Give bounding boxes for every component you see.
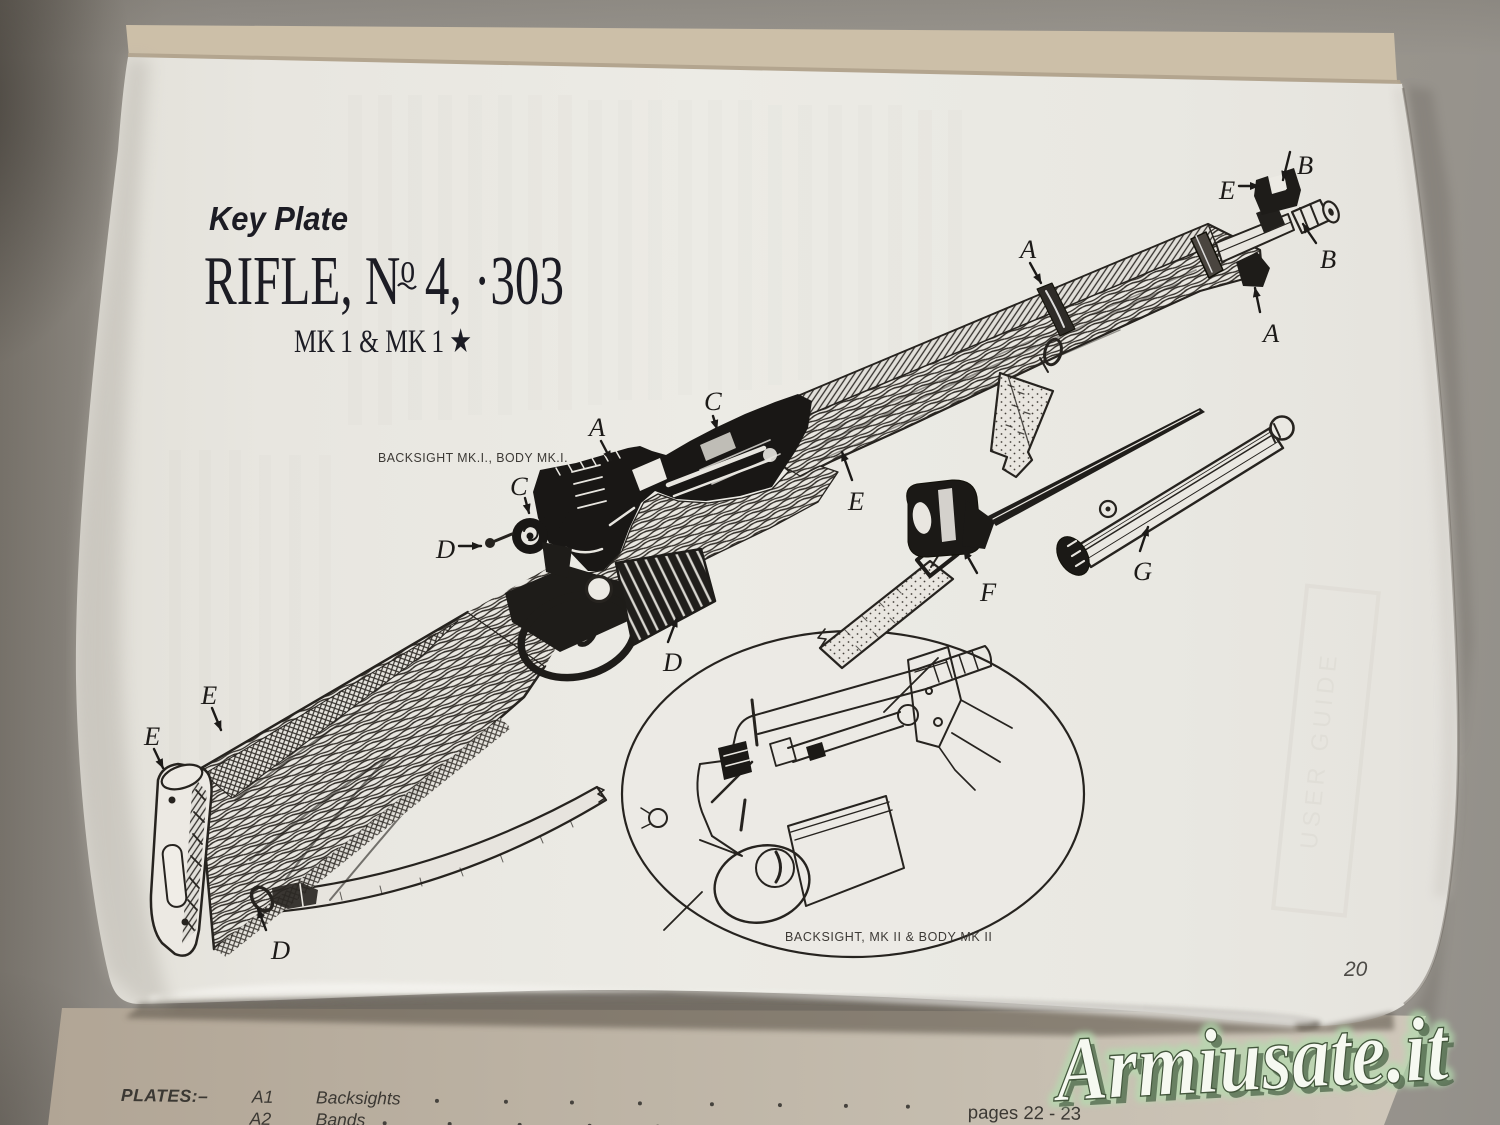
svg-text:Armiusate.it: Armiusate.it (1054, 1003, 1457, 1125)
svg-text:Key Plate: Key Plate (209, 200, 348, 237)
svg-text:MK 1 & MK 1 ★: MK 1 & MK 1 ★ (294, 324, 472, 360)
svg-text:A: A (1261, 318, 1280, 348)
svg-text:BACKSIGHT, MK II & BODY MK II: BACKSIGHT, MK II & BODY MK II (785, 930, 993, 944)
svg-text:Armiusate.it: Armiusate.it (1049, 997, 1452, 1121)
svg-text:G: G (1133, 556, 1152, 586)
svg-text:E: E (847, 486, 864, 516)
svg-text:B: B (1320, 244, 1336, 274)
svg-text:A2: A2 (249, 1109, 272, 1125)
svg-text:A1: A1 (251, 1087, 274, 1107)
svg-text:E: E (143, 721, 160, 751)
svg-text:RIFLE, No 4, ·303: RIFLE, No 4, ·303 (204, 243, 564, 320)
svg-text:F: F (979, 577, 997, 607)
svg-text:A: A (587, 412, 606, 442)
svg-text:pages 22 - 23: pages 22 - 23 (968, 1101, 1081, 1123)
svg-text:pages 24 - 25: pages 24 - 25 (971, 1123, 1084, 1125)
svg-text:Bands: Bands (316, 1109, 366, 1125)
svg-text:C: C (510, 471, 528, 501)
svg-text:E: E (1218, 175, 1235, 205)
svg-text:A: A (1018, 234, 1037, 264)
svg-text:PLATES:–: PLATES:– (121, 1085, 209, 1106)
svg-text:BACKSIGHT MK.I., BODY MK.I.: BACKSIGHT MK.I., BODY MK.I. (378, 450, 568, 465)
svg-text:20: 20 (1343, 958, 1368, 981)
svg-text:C: C (704, 386, 722, 416)
svg-text:D: D (270, 935, 290, 965)
svg-text:B: B (1297, 150, 1313, 180)
svg-text:D: D (662, 647, 682, 677)
svg-text:Backsights: Backsights (316, 1087, 401, 1108)
svg-text:D: D (435, 534, 455, 564)
svg-text:E: E (200, 680, 217, 710)
